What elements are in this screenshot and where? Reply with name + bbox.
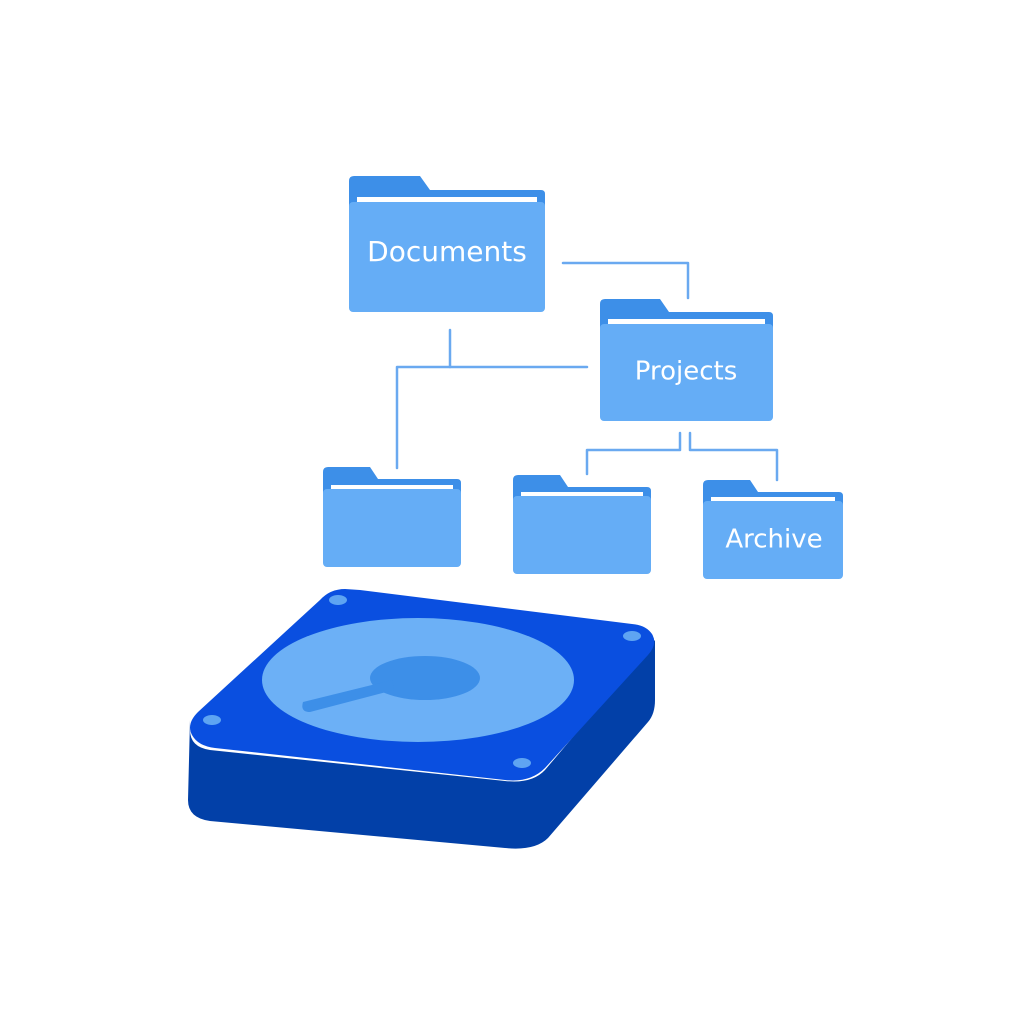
folder-paper (521, 492, 643, 498)
folder-label-projects: Projects (635, 357, 738, 387)
screw-icon (513, 758, 531, 768)
connector-branch-left-folder (395, 365, 452, 470)
folder-paper (608, 319, 765, 326)
connector-projects-middle-folder (585, 431, 682, 476)
drive-arm (302, 680, 394, 712)
folder-archive[interactable]: Archive (703, 480, 843, 579)
connector-documents-left-folder (448, 328, 589, 369)
hard-drive-icon[interactable] (188, 589, 655, 849)
folder-label-documents: Documents (367, 235, 527, 268)
folder-documents[interactable]: Documents (349, 176, 545, 312)
connector-projects-archive (688, 431, 779, 482)
folder-untitled-middle[interactable] (513, 475, 651, 574)
folder-front (323, 489, 461, 567)
folder-untitled-left[interactable] (323, 467, 461, 567)
connector-documents-projects (561, 261, 690, 300)
folder-paper (331, 485, 453, 491)
drive-side (188, 640, 655, 849)
screw-icon (329, 595, 347, 605)
drive-hub (370, 656, 480, 700)
screw-icon (203, 715, 221, 725)
screw-icon (623, 631, 641, 641)
folder-label-archive: Archive (725, 525, 822, 555)
folder-front (349, 202, 545, 312)
connector-lines (395, 261, 779, 482)
folder-paper (711, 497, 835, 503)
folder-front (600, 324, 773, 421)
folder-paper (357, 197, 537, 205)
folder-front (513, 496, 651, 574)
folder-front (703, 501, 843, 579)
folder-projects[interactable]: Projects (600, 299, 773, 421)
